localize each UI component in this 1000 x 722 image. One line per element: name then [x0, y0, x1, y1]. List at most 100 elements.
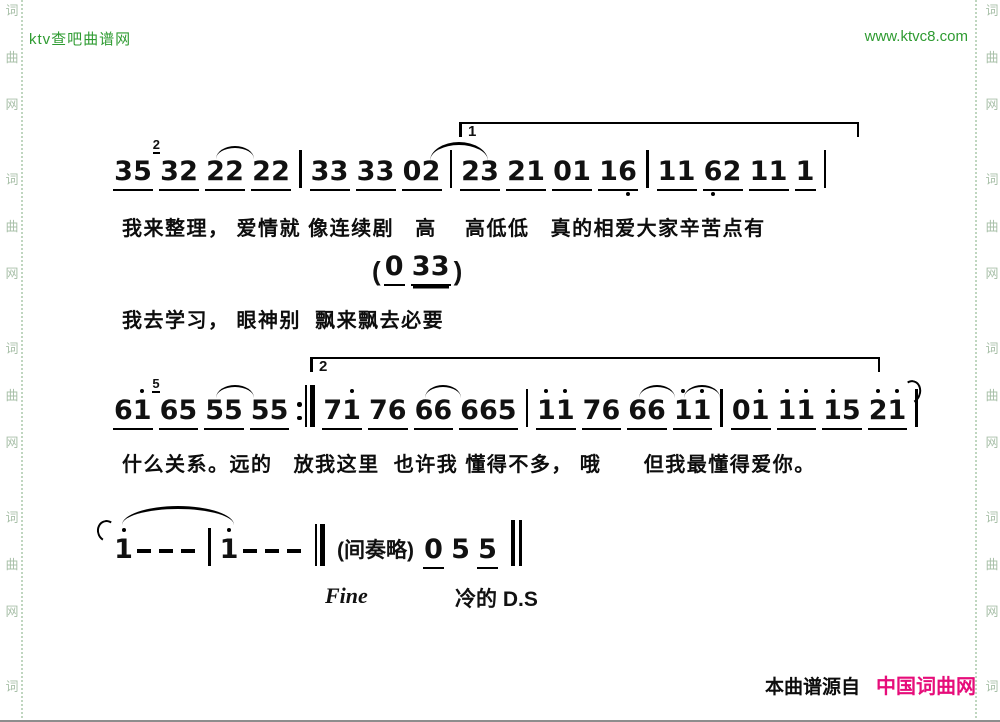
- barline: [720, 389, 723, 427]
- note: 5: [269, 395, 289, 426]
- dash-extension: [155, 549, 177, 564]
- watermark-char: 词: [985, 341, 999, 356]
- beam-group: 0: [383, 252, 405, 286]
- dash-extension: [261, 549, 283, 564]
- watermark-char: 曲: [985, 50, 999, 65]
- note: 0: [553, 156, 572, 187]
- watermark-char: 词: [5, 172, 19, 187]
- note: 3: [329, 156, 349, 187]
- barline: [823, 150, 826, 188]
- note: 6: [433, 395, 453, 426]
- watermark-char: 词: [5, 3, 19, 18]
- note: 2: [179, 156, 198, 187]
- watermark-char: 曲: [5, 388, 19, 403]
- site-url-link[interactable]: www.ktvc8.com: [864, 28, 968, 45]
- beam-group: 1: [794, 156, 816, 191]
- watermark-right: 词曲网词曲网词曲网词曲网词曲网: [983, 4, 1000, 722]
- note: 6: [628, 385, 675, 425]
- note: 1: [751, 389, 770, 425]
- lyrics-line-3: 什么关系。远的 放我这里 也许我 懂得不多， 哦 但我最懂得爱你。: [122, 454, 816, 476]
- barline: [915, 389, 918, 427]
- beam-group: 5: [450, 535, 471, 570]
- note: 0: [424, 534, 443, 565]
- note: 6: [114, 395, 133, 426]
- watermark-char: 曲: [5, 50, 19, 65]
- source-site-link[interactable]: 中国词曲网: [876, 676, 977, 698]
- watermark-left: 词曲网词曲网词曲网词曲网词曲网: [3, 4, 21, 722]
- watermark-char: 网: [985, 266, 999, 281]
- note: 1: [676, 156, 696, 187]
- barline: [299, 150, 302, 188]
- note: 5: [478, 534, 497, 565]
- slur-arc: [430, 142, 488, 161]
- note: 0: [731, 395, 751, 426]
- note: 3: [411, 251, 431, 282]
- watermark-char: 词: [5, 679, 19, 694]
- site-name-link[interactable]: ktv查吧曲谱网: [29, 31, 132, 48]
- coda-row: Fine 冷的 D.S: [110, 583, 710, 611]
- note: 7: [368, 395, 388, 426]
- note: 1: [526, 156, 545, 187]
- volta-bracket-1: 1: [459, 122, 859, 140]
- double-barline: [314, 524, 325, 566]
- note: 2: [271, 156, 290, 187]
- note: 3: [375, 156, 395, 187]
- dash-extension: [283, 549, 305, 564]
- barline: [449, 150, 452, 188]
- barline: [525, 389, 529, 427]
- volta-label: 2: [319, 358, 328, 375]
- note: 1: [674, 385, 721, 425]
- watermark-char: 网: [5, 604, 19, 619]
- inline-score-text: (间奏略): [337, 539, 414, 562]
- note: 1: [749, 156, 769, 187]
- note: 3: [430, 251, 450, 282]
- dash-extension: [133, 549, 155, 564]
- beam-group: 1: [219, 527, 306, 570]
- note: 3: [310, 156, 330, 187]
- watermark-char: 词: [985, 172, 999, 187]
- note: 6: [415, 385, 461, 425]
- grace-note: 2: [152, 137, 160, 154]
- note: 2: [722, 156, 742, 187]
- note: 1: [342, 389, 361, 425]
- beam-group: 1: [94, 517, 200, 570]
- note: 6: [618, 157, 637, 196]
- note: 1: [778, 389, 796, 425]
- note: 1: [795, 156, 815, 187]
- note: 5: [205, 385, 254, 425]
- note: 6: [460, 395, 479, 426]
- close-paren: ): [453, 256, 463, 286]
- source-label: 本曲谱源自: [765, 677, 861, 698]
- watermark-char: 网: [985, 97, 999, 112]
- note: 3: [160, 156, 179, 187]
- watermark-char: 曲: [985, 219, 999, 234]
- volta-label: 1: [468, 123, 477, 140]
- note: 1: [657, 156, 677, 187]
- note: 1: [94, 517, 133, 564]
- watermark-char: 词: [985, 679, 999, 694]
- barline: [646, 150, 649, 188]
- slur-arc: [216, 146, 255, 159]
